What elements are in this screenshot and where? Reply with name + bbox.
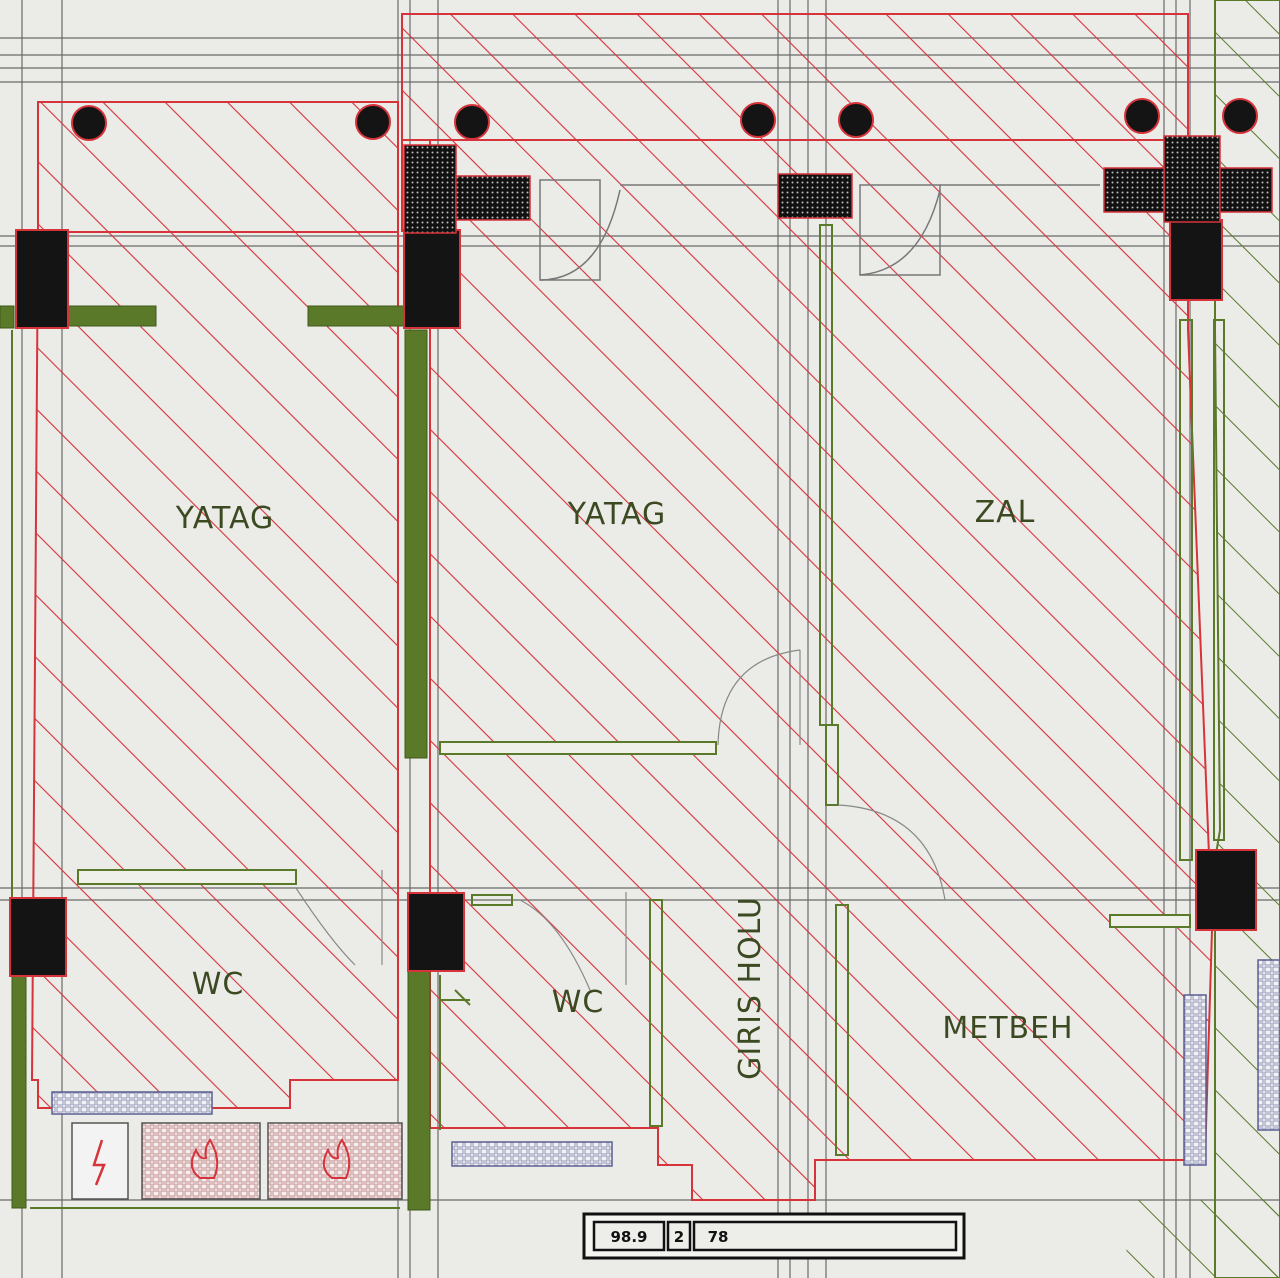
neighbor-unit-bottom-right bbox=[1120, 1200, 1280, 1278]
room-label-living-room: ZAL bbox=[975, 495, 1036, 530]
unit-tag: 98.9 2 78 bbox=[582, 1212, 966, 1260]
shaft-right-vertical bbox=[1183, 994, 1207, 1166]
door-swings bbox=[295, 649, 946, 991]
dotted-columns bbox=[403, 135, 1273, 234]
room-label-bedroom-left: YATAG bbox=[175, 501, 274, 536]
fire-icon-2 bbox=[322, 1138, 351, 1179]
unit-tag-area: 98.9 bbox=[610, 1228, 647, 1246]
room-label-bedroom-center: YATAG bbox=[567, 497, 666, 532]
room-label-kitchen: METBEH bbox=[942, 1011, 1073, 1046]
structural-columns bbox=[9, 219, 1257, 977]
neighbor-unit-right bbox=[1214, 0, 1280, 1278]
gas-shaft-2 bbox=[267, 1122, 403, 1200]
unit-tag-area-cell bbox=[592, 1220, 666, 1252]
room-labels: YATAG YATAG ZAL WC WC GIRIS HOLU METBEH bbox=[175, 495, 1073, 1080]
shaft-center-strip bbox=[451, 1141, 613, 1167]
unit-tag-number: 78 bbox=[708, 1228, 729, 1246]
room-label-wc-left: WC bbox=[192, 967, 245, 1002]
pipes bbox=[71, 98, 1258, 141]
unit-tag-number-cell bbox=[692, 1220, 958, 1252]
shaft-right-vertical-2 bbox=[1257, 959, 1280, 1131]
unit-tag-rooms-cell bbox=[666, 1220, 692, 1252]
electric-panel bbox=[71, 1122, 129, 1200]
room-label-wc-center: WC bbox=[552, 985, 605, 1020]
gas-shaft-1 bbox=[141, 1122, 261, 1200]
room-label-entrance-hall: GIRIS HOLU bbox=[733, 896, 768, 1080]
unit-tag-rooms: 2 bbox=[674, 1228, 684, 1246]
interior-walls bbox=[0, 305, 431, 1211]
shaft-left-strip bbox=[51, 1091, 213, 1115]
shafts bbox=[51, 959, 1280, 1200]
windows bbox=[539, 179, 1100, 281]
fire-icon-1 bbox=[190, 1138, 219, 1179]
lightning-icon bbox=[92, 1139, 106, 1186]
partition-lines bbox=[11, 224, 1225, 1209]
